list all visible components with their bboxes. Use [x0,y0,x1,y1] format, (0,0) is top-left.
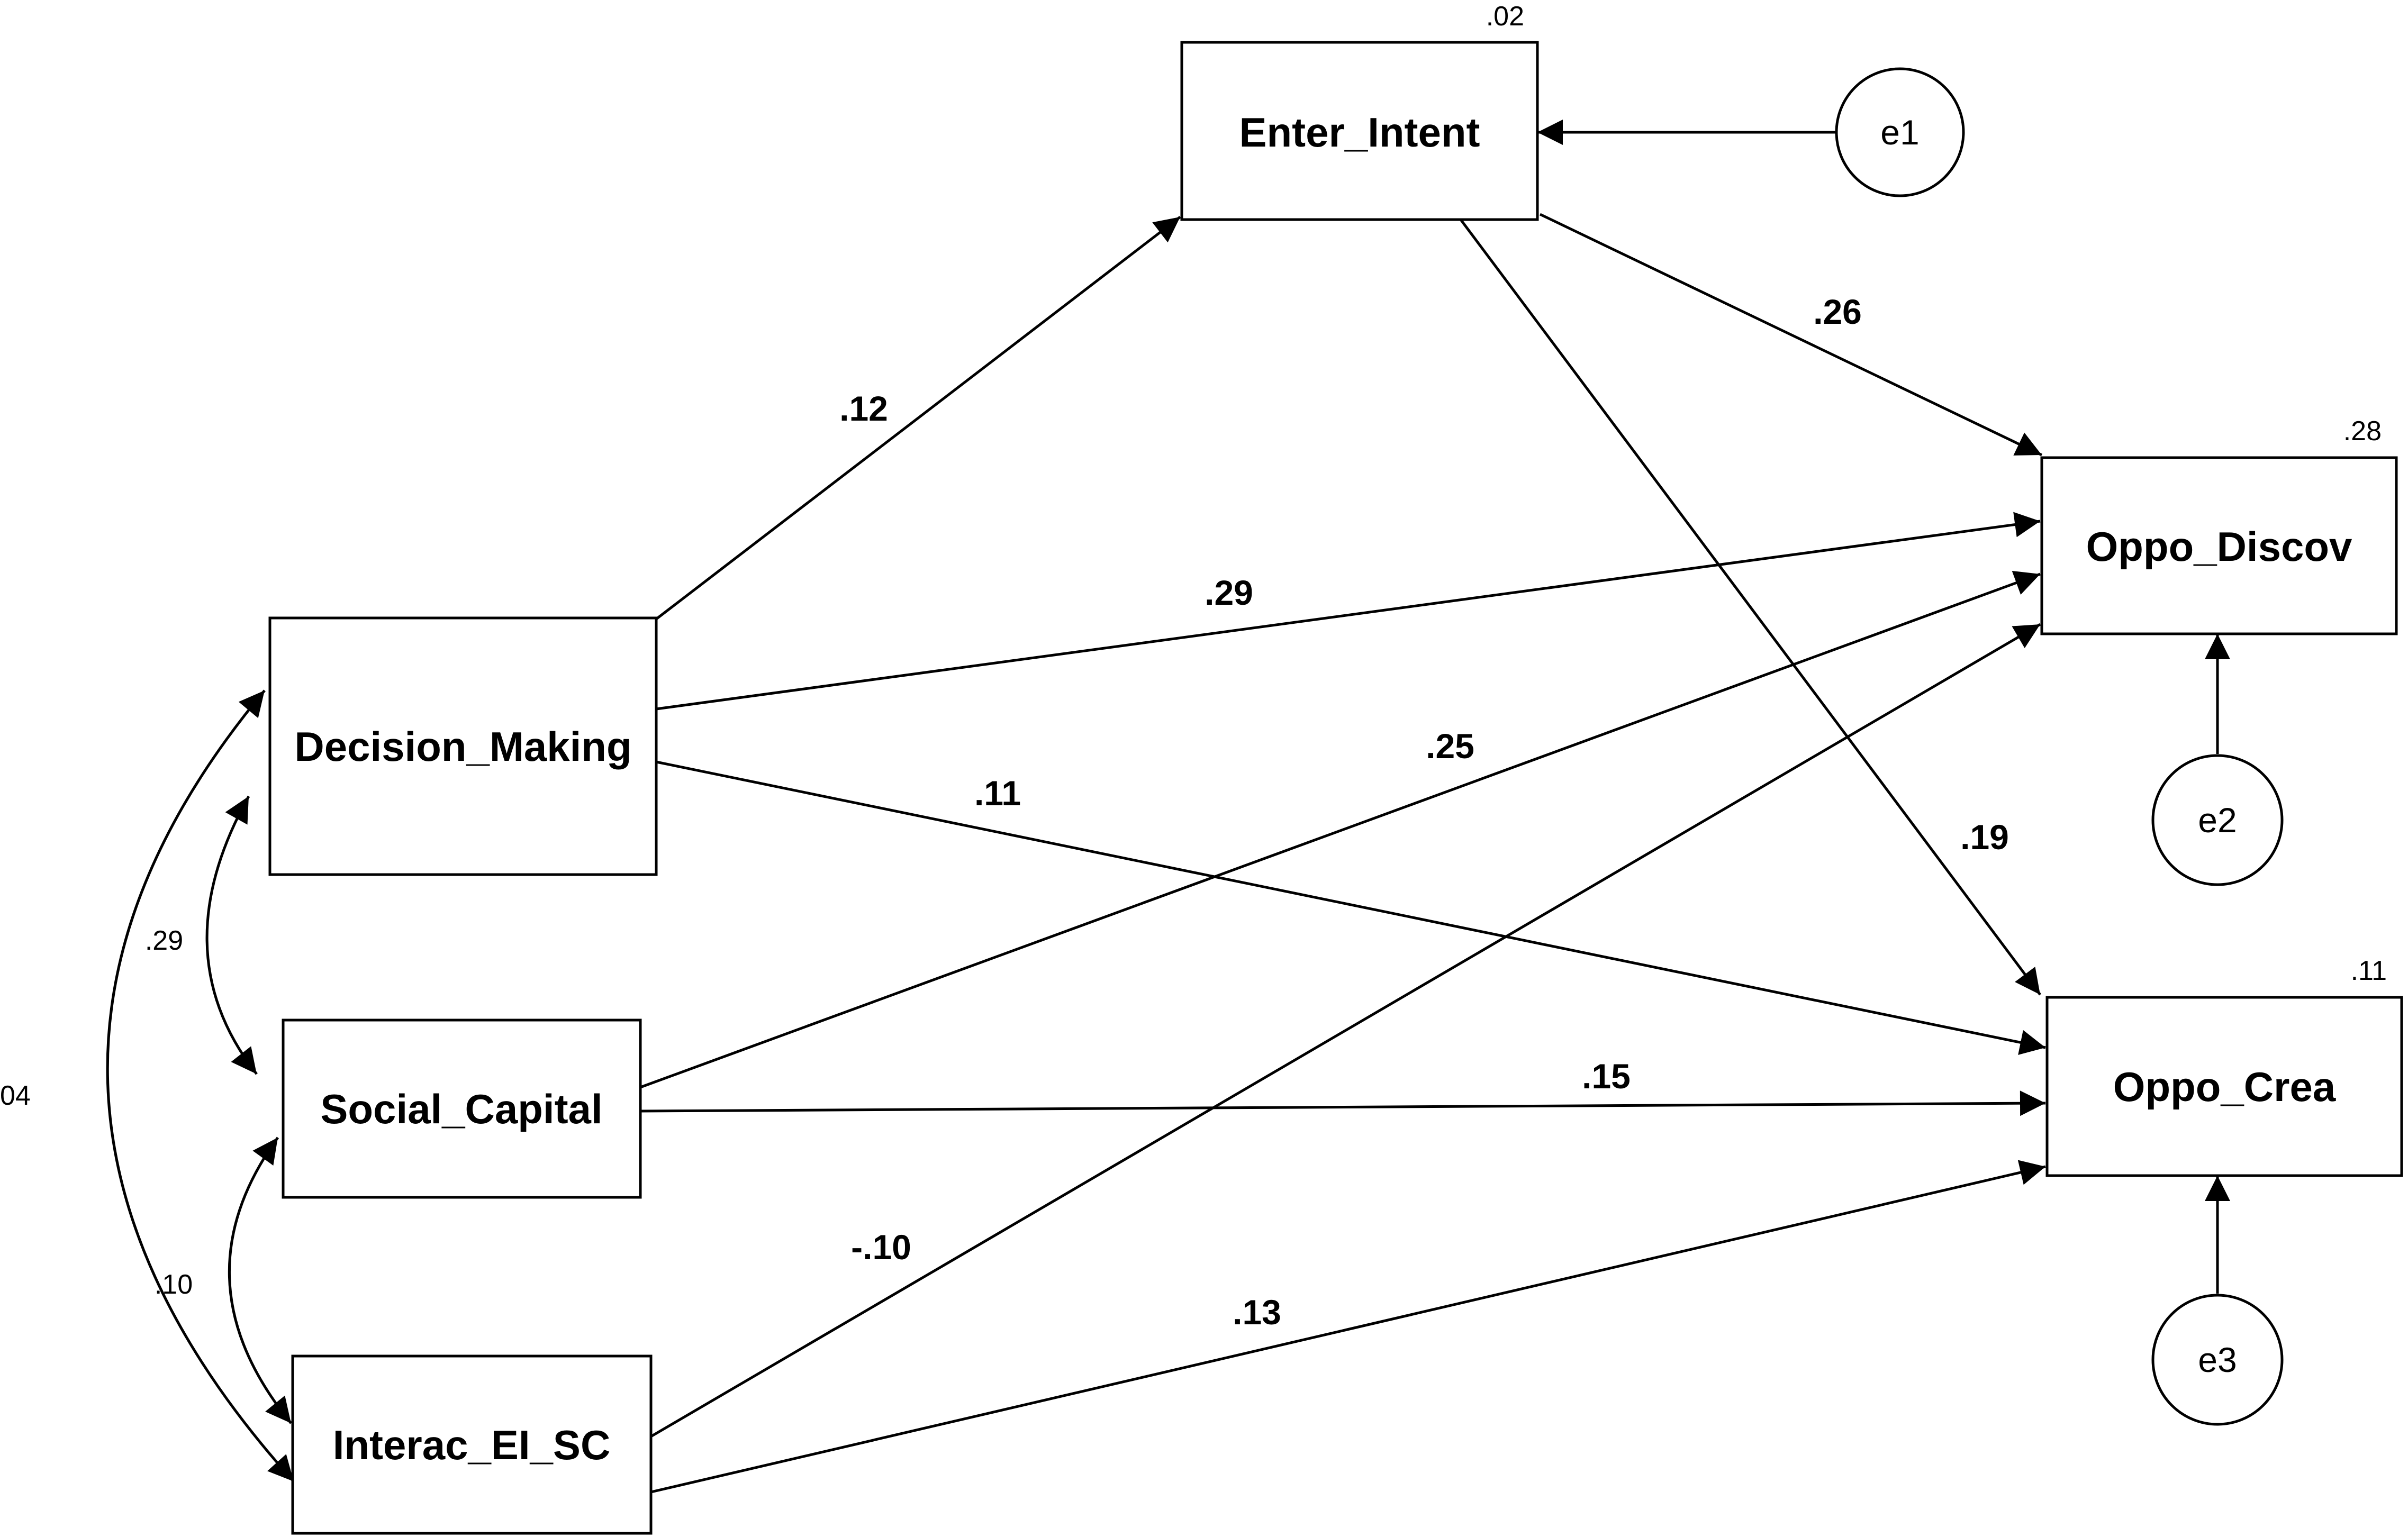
error-circle-e1 [1835,67,1965,197]
cov-arc-dm-iesc [106,689,295,1483]
node-label-decision-making: Decision_Making [294,723,631,770]
node-box-oppo-discov [2040,456,2398,635]
coef-iesc-to-oc: .13 [1233,1293,1281,1332]
path-iesc-to-od [650,623,2041,1438]
path-dm-to-ei [655,216,1181,620]
node-box-decision-making [268,616,658,876]
node-label-oppo-crea: Oppo_Crea [2113,1063,2336,1110]
cov-arc-dm-sc [205,795,258,1075]
cov-dm-sc: .29 [145,925,183,956]
path-iesc-to-oc [650,1160,2046,1494]
coef-dm-to-ei: .12 [839,389,888,428]
coef-iesc-to-od: -.10 [851,1227,911,1267]
node-box-enter-intent [1180,41,1539,221]
coef-sc-to-od: .25 [1426,726,1474,766]
node-box-interac-ei-sc [291,1354,653,1535]
path-ei-to-oc [1459,219,2042,996]
cov-sc-iesc: .10 [155,1269,193,1300]
node-label-oppo-discov: Oppo_Discov [2086,523,2352,570]
error-label-e3: e3 [2198,1340,2237,1379]
cov-dm-iesc: 04 [0,1080,31,1111]
coef-sc-to-oc: .15 [1582,1057,1631,1096]
path-sc-to-od [640,570,2041,1089]
path-ei-to-od [1539,213,2043,457]
coef-ei-to-od: .26 [1813,292,1862,331]
node-label-social-capital: Social_Capital [320,1086,602,1132]
coef-ei-to-oc: .19 [1960,817,2009,857]
node-box-social-capital [282,1018,642,1199]
r2-enter-intent: .02 [1486,1,1524,32]
node-label-enter-intent: Enter_Intent [1239,109,1480,156]
path-sc-to-oc [640,1090,2046,1116]
path-dm-to-od [656,512,2041,711]
error-label-e1: e1 [1880,113,1919,152]
coef-dm-to-od: .29 [1205,573,1253,612]
path-dm-to-oc [656,760,2046,1055]
coef-dm-to-oc: .11 [974,774,1021,813]
error-circle-e3 [2151,1294,2284,1426]
node-label-interac-ei-sc: Interac_EI_SC [333,1422,611,1468]
r2-oppo-crea: .11 [2351,956,2387,986]
r2-oppo-discov: .28 [2343,416,2382,447]
node-box-oppo-crea [2045,996,2403,1177]
error-label-e2: e2 [2198,801,2237,840]
error-circle-e2 [2151,754,2284,886]
